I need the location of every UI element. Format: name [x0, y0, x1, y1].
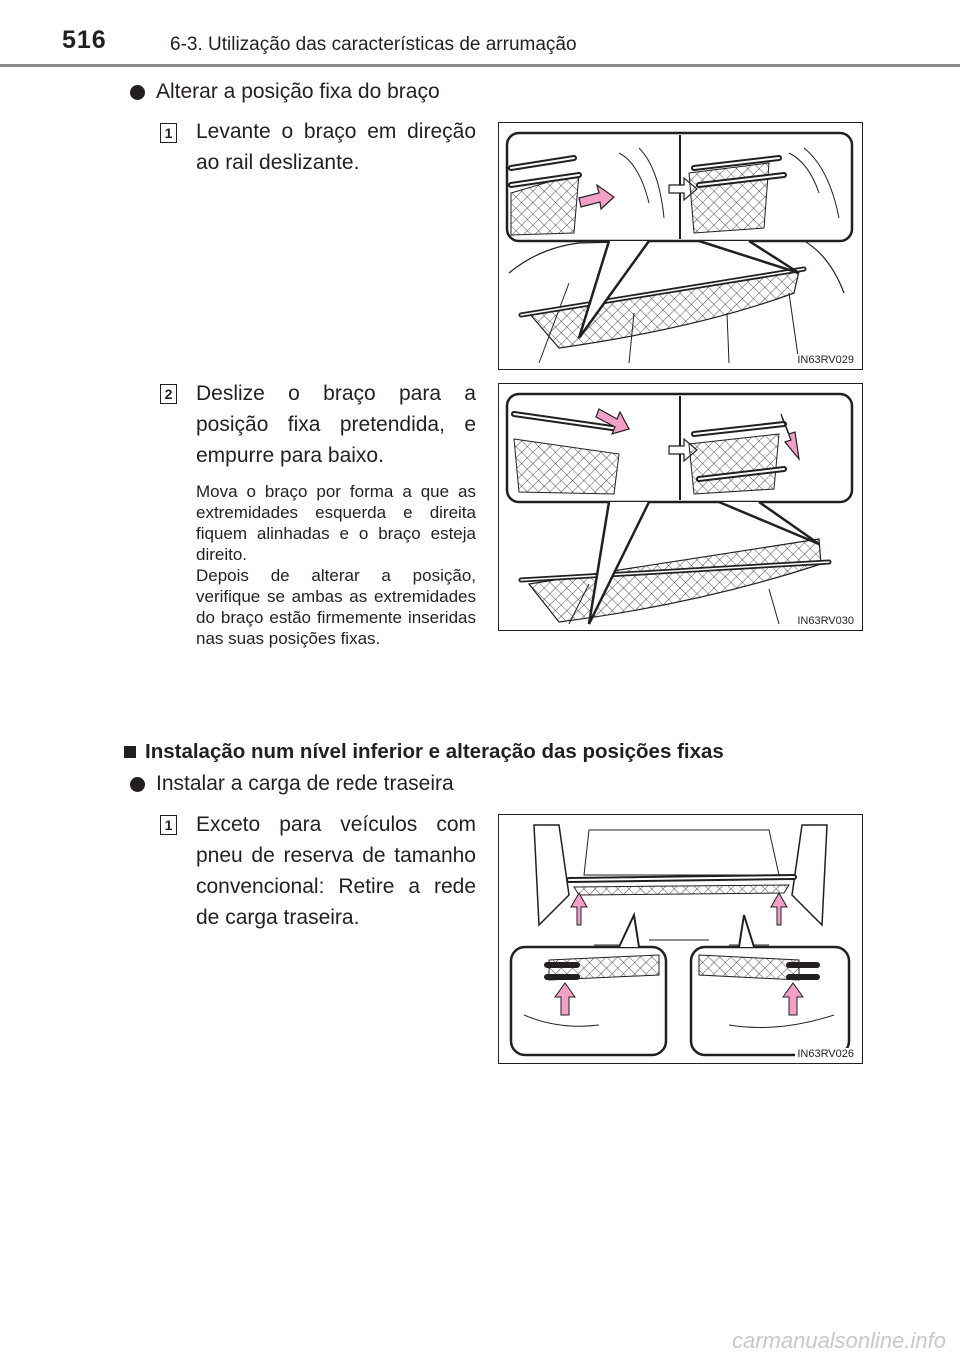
step-1-text: Levante o braço em direção ao rail desli…: [196, 120, 476, 174]
step-2-note-paragraph-2: Depois de alterar a posição, verifique s…: [196, 566, 476, 648]
figure-code: IN63RV026: [795, 1048, 856, 1060]
bullet-heading-text: Instalar a carga de rede traseira: [156, 772, 454, 795]
watermark: carmanualsonline.info: [731, 1328, 946, 1353]
subheading-lower-level-install: Instalação num nível inferior e alteraçã…: [124, 740, 724, 764]
bullet-heading-install-net: Instalar a carga de rede traseira: [130, 772, 454, 796]
square-bullet-icon: [124, 746, 136, 758]
figure-slide-arm-illustration: [505, 392, 854, 625]
step-2-text: Deslize o braço para a posição fixa pret…: [196, 382, 476, 467]
step-2-note-paragraph-1: Mova o braço por forma a que as extremid…: [196, 482, 476, 564]
figure-slide-arm: IN63RV030: [498, 383, 863, 631]
bullet-heading-change-position: Alterar a posição fixa do braço: [130, 80, 440, 104]
bullet-heading-text: Alterar a posição fixa do braço: [156, 80, 440, 103]
figure-code: IN63RV030: [795, 615, 856, 627]
figure-code: IN63RV029: [795, 354, 856, 366]
header-divider: [0, 64, 960, 67]
step-badge-1: 1: [160, 123, 177, 143]
step-badge-2: 2: [160, 384, 177, 404]
bullet-icon: [130, 84, 145, 100]
figure-lift-arm: IN63RV029: [498, 122, 863, 370]
step-2-note: Mova o braço por forma a que as extremid…: [196, 481, 476, 649]
page-number: 516: [62, 26, 107, 54]
step-1-text: Exceto para veículos com pneu de reserva…: [196, 813, 476, 929]
figure-remove-net: IN63RV026: [498, 814, 863, 1064]
figure-remove-net-illustration: [509, 824, 851, 1057]
figure-lift-arm-illustration: [505, 131, 854, 364]
section-title: 6-3. Utilização das características de a…: [170, 34, 577, 55]
bullet-icon: [130, 776, 145, 792]
step-badge-1: 1: [160, 815, 177, 835]
subheading-text: Instalação num nível inferior e alteraçã…: [145, 740, 724, 763]
